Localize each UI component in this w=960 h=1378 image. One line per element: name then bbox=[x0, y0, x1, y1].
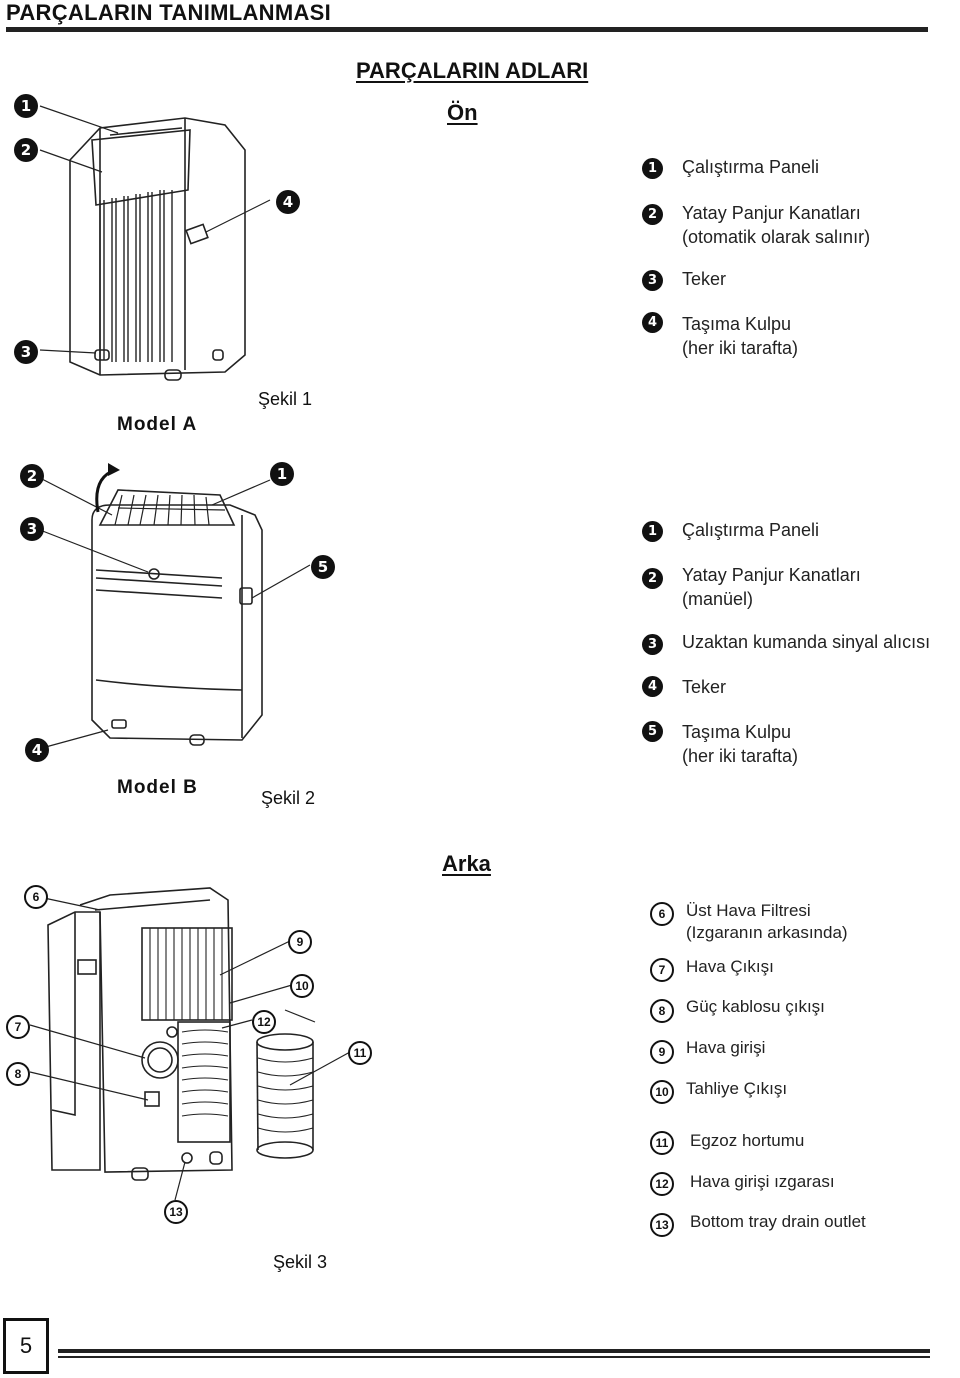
figure-3-caption: Şekil 3 bbox=[273, 1252, 328, 1272]
callout-1-model-a: 1 bbox=[14, 94, 38, 118]
header-divider bbox=[6, 27, 928, 32]
model-b-label: Model B bbox=[117, 777, 198, 798]
figure-2-caption: Şekil 2 bbox=[261, 788, 316, 808]
footer-divider-thin bbox=[58, 1356, 930, 1358]
callout-1-model-b: 1 bbox=[270, 462, 294, 486]
callout-5-model-b: 5 bbox=[311, 555, 335, 579]
page-title: PARÇALARIN TANIMLANMASI bbox=[6, 0, 332, 25]
legend-b-num-3: 3 bbox=[642, 634, 663, 655]
legend-b-item-3: Uzaktan kumanda sinyal alıcısı bbox=[682, 632, 931, 652]
legend-r-item-8: Güç kablosu çıkışı bbox=[686, 997, 825, 1016]
section-subtitle: PARÇALARIN ADLARI bbox=[356, 58, 589, 83]
legend-r-item-12: Hava girişi ızgarası bbox=[690, 1172, 835, 1191]
legend-b-item-2: Yatay Panjur Kanatları (manüel) bbox=[682, 565, 861, 609]
legend-a-num-2: 2 bbox=[642, 204, 663, 225]
callout-4-model-a: 4 bbox=[276, 190, 300, 214]
legend-r-num-12: 12 bbox=[650, 1172, 674, 1196]
legend-b-num-5: 5 bbox=[642, 721, 663, 742]
callout-2-model-b: 2 bbox=[20, 464, 44, 488]
callout-8-rear: 8 bbox=[6, 1062, 30, 1086]
callout-3-model-b: 3 bbox=[20, 517, 44, 541]
legend-r-num-11: 11 bbox=[650, 1131, 674, 1155]
legend-r-item-11: Egzoz hortumu bbox=[690, 1131, 805, 1150]
legend-b-item-4: Teker bbox=[682, 677, 727, 697]
legend-b-item-1: Çalıştırma Paneli bbox=[682, 520, 820, 540]
legend-b-num-2: 2 bbox=[642, 568, 663, 589]
legend-r-num-13: 13 bbox=[650, 1213, 674, 1237]
callout-13-rear: 13 bbox=[164, 1200, 188, 1224]
callout-6-rear: 6 bbox=[24, 885, 48, 909]
callout-7-rear: 7 bbox=[6, 1015, 30, 1039]
legend-r-item-13: Bottom tray drain outlet bbox=[690, 1212, 866, 1231]
legend-b-num-4: 4 bbox=[642, 676, 663, 697]
section-back-title: Arka bbox=[442, 851, 491, 876]
page-number: 5 bbox=[3, 1318, 49, 1374]
legend-r-num-6: 6 bbox=[650, 902, 674, 926]
legend-r-item-9: Hava girişi bbox=[686, 1038, 766, 1057]
callout-4-model-b: 4 bbox=[25, 738, 49, 762]
legend-r-item-7: Hava Çıkışı bbox=[686, 957, 774, 976]
callout-11-rear: 11 bbox=[348, 1041, 372, 1065]
callout-3-model-a: 3 bbox=[14, 340, 38, 364]
legend-a-item-2: Yatay Panjur Kanatları (otomatik olarak … bbox=[682, 203, 871, 247]
legend-r-item-10: Tahliye Çıkışı bbox=[686, 1079, 788, 1098]
legend-r-num-8: 8 bbox=[650, 999, 674, 1023]
figure-1-caption: Şekil 1 bbox=[258, 389, 313, 409]
legend-a-item-4: Taşıma Kulpu (her iki tarafta) bbox=[682, 314, 799, 358]
model-a-label: Model A bbox=[117, 414, 198, 435]
legend-a-num-1: 1 bbox=[642, 158, 663, 179]
footer-divider bbox=[58, 1349, 930, 1353]
callout-10-rear: 10 bbox=[290, 974, 314, 998]
legend-r-num-10: 10 bbox=[650, 1080, 674, 1104]
callout-12-rear: 12 bbox=[252, 1010, 276, 1034]
legend-a-num-4: 4 bbox=[642, 312, 663, 333]
section-front-title: Ön bbox=[447, 100, 478, 125]
legend-a-item-3: Teker bbox=[682, 269, 727, 289]
legend-r-num-9: 9 bbox=[650, 1040, 674, 1064]
legend-r-item-6: Üst Hava Filtresi (Izgaranın arkasında) bbox=[686, 901, 848, 942]
legend-r-num-7: 7 bbox=[650, 958, 674, 982]
legend-b-item-5: Taşıma Kulpu (her iki tarafta) bbox=[682, 722, 799, 766]
callout-9-rear: 9 bbox=[288, 930, 312, 954]
callout-2-model-a: 2 bbox=[14, 138, 38, 162]
legend-a-num-3: 3 bbox=[642, 270, 663, 291]
legend-b-num-1: 1 bbox=[642, 521, 663, 542]
legend-a-item-1: Çalıştırma Paneli bbox=[682, 157, 820, 177]
